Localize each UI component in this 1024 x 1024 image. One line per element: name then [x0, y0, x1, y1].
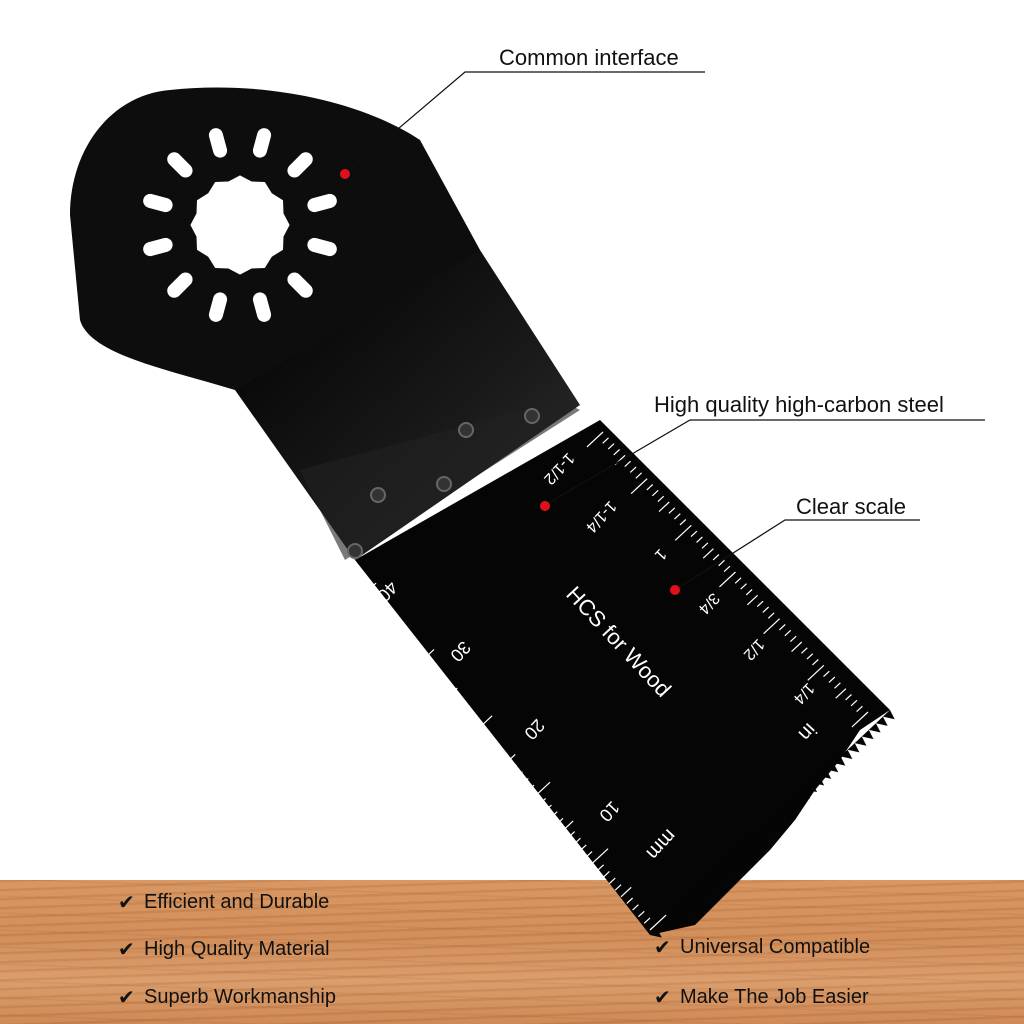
check-icon: ✔	[118, 987, 135, 1009]
callout-common-interface: Common interface	[499, 45, 679, 70]
feature-efficient-durable: ✔ Efficient and Durable	[118, 890, 329, 915]
callout-high-carbon-steel: High quality high-carbon steel	[654, 392, 944, 417]
feature-label: High Quality Material	[144, 938, 330, 960]
feature-label: Efficient and Durable	[144, 891, 330, 913]
rivet-holes	[347, 408, 540, 559]
feature-label: Make The Job Easier	[680, 986, 869, 1008]
wood-surface	[0, 880, 1024, 1024]
mm-scale-ticks	[359, 582, 667, 931]
interface-slots	[143, 128, 337, 322]
callout-clear-scale: Clear scale	[796, 494, 907, 519]
check-icon: ✔	[654, 937, 671, 959]
callout-marker-scale	[670, 585, 680, 595]
check-icon: ✔	[118, 939, 135, 961]
feature-superb-workmanship: ✔ Superb Workmanship	[118, 985, 336, 1010]
blade-body	[355, 420, 890, 935]
universal-interface-hole	[190, 175, 290, 275]
feature-make-job-easier: ✔ Make The Job Easier	[654, 985, 869, 1010]
feature-label: Universal Compatible	[680, 936, 871, 958]
callout-leaders	[344, 71, 985, 591]
check-icon: ✔	[118, 892, 135, 914]
feature-high-quality-material: ✔ High Quality Material	[118, 937, 330, 962]
inch-scale-ticks	[586, 431, 869, 728]
feature-universal-compatible: ✔ Universal Compatible	[654, 935, 870, 960]
check-icon: ✔	[654, 987, 671, 1009]
feature-label: Superb Workmanship	[144, 986, 336, 1008]
blade-teeth	[650, 710, 895, 938]
callout-marker-interface	[340, 169, 350, 179]
callout-marker-steel	[540, 501, 550, 511]
